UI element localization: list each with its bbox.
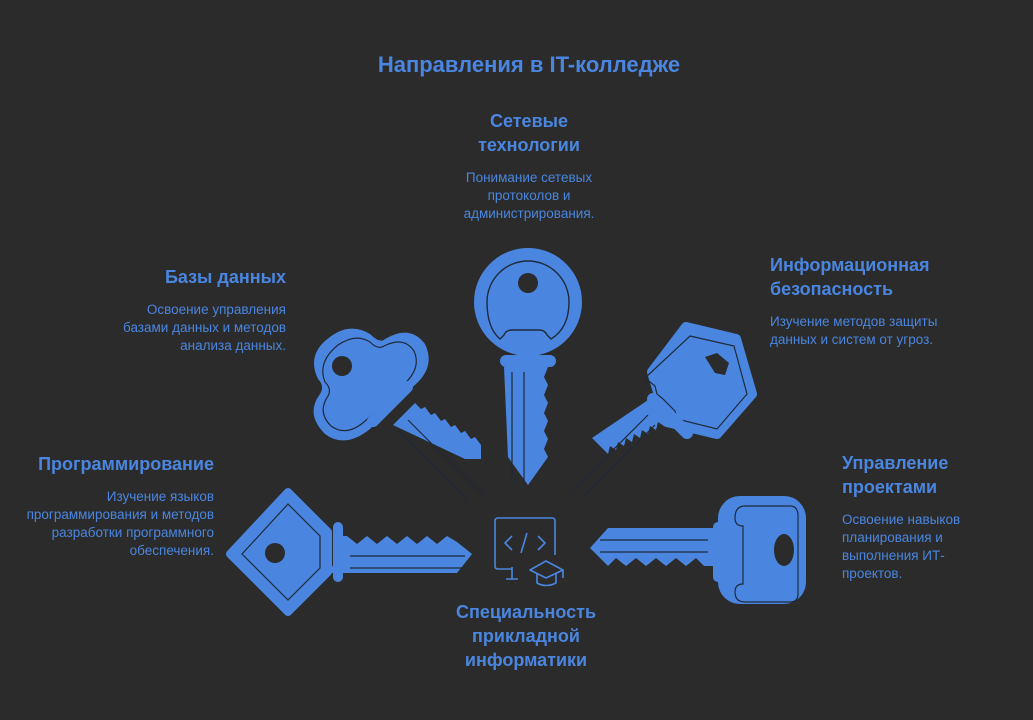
- round-key-icon: [474, 248, 582, 487]
- center-label: Специальность прикладной информатики: [455, 602, 597, 670]
- page-title: Направления в IT-колледже: [377, 52, 681, 77]
- direction-programming: Программирование Изучение языков програм…: [20, 452, 214, 560]
- direction-title: Сетевые технологии: [478, 111, 580, 155]
- computer-code-graduation-cap-icon: [494, 517, 564, 587]
- direction-description: Изучение методов защиты данных и систем …: [770, 314, 938, 347]
- center-label-block: Специальность прикладной информатики: [445, 600, 607, 672]
- direction-title: Программирование: [38, 454, 214, 474]
- direction-title: Управление проектами: [842, 453, 949, 497]
- direction-description: Понимание сетевых протоколов и администр…: [463, 170, 595, 221]
- direction-title: Информационная безопасность: [770, 255, 930, 299]
- hexagon-key-icon: [571, 322, 757, 496]
- direction-databases: Базы данных Освоение управления базами д…: [120, 265, 286, 355]
- direction-description: Освоение управления базами данных и мето…: [123, 302, 286, 353]
- diamond-key-icon: [226, 488, 472, 616]
- direction-networks: Сетевые технологии Понимание сетевых про…: [440, 109, 618, 223]
- direction-description: Освоение навыков планирования и выполнен…: [842, 512, 961, 581]
- clover-key-icon: [313, 328, 485, 501]
- direction-security: Информационная безопасность Изучение мет…: [770, 253, 950, 349]
- direction-description: Изучение языков программирования и метод…: [26, 489, 214, 558]
- rounded-square-key-icon: [590, 496, 806, 604]
- direction-project-management: Управление проектами Освоение навыков пл…: [842, 451, 982, 583]
- direction-title: Базы данных: [164, 267, 286, 287]
